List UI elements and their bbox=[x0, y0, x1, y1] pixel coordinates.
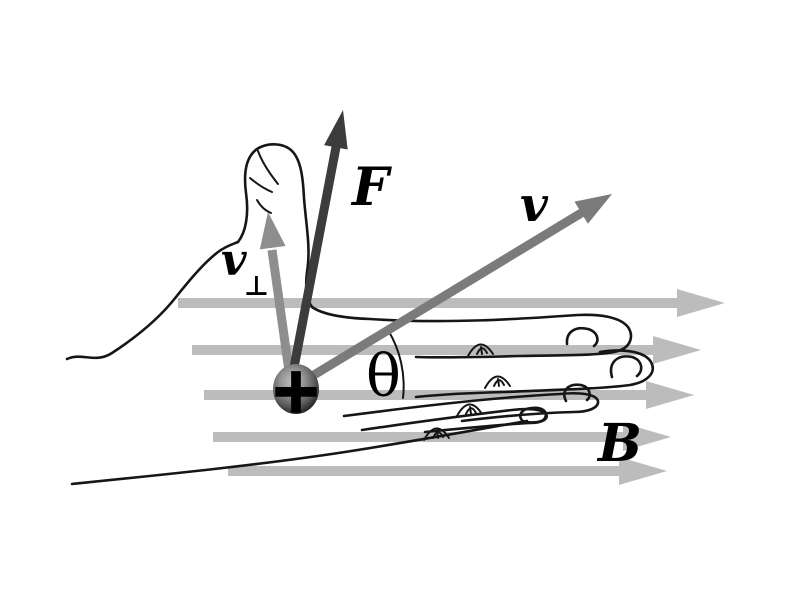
charge-particle: + bbox=[269, 352, 323, 428]
forearm-bottom-line bbox=[70, 419, 529, 486]
velocity-arrow-shaft bbox=[296, 208, 586, 388]
field-arrow-2 bbox=[192, 336, 701, 364]
velocity-perp-arrow bbox=[259, 212, 295, 379]
knuckle-crease-ring bbox=[456, 403, 483, 417]
knuckle-arc bbox=[467, 343, 494, 357]
field-arrow-5 bbox=[228, 457, 667, 485]
field-arrow-head-icon bbox=[653, 336, 701, 364]
pinky-fingernail bbox=[519, 406, 548, 424]
velocity-perp-subscript: ⊥ bbox=[244, 271, 269, 302]
angle-arc bbox=[387, 329, 405, 399]
magnetic-field-arrows bbox=[178, 289, 725, 485]
hand-outline bbox=[65, 143, 654, 486]
velocity-perp-arrow-shaft bbox=[267, 249, 295, 379]
index-fingernail bbox=[565, 326, 599, 348]
middle-fingernail bbox=[609, 355, 643, 379]
knuckle-tick bbox=[469, 406, 472, 415]
field-arrow-4 bbox=[213, 423, 671, 451]
ring-finger-outline bbox=[342, 391, 600, 423]
velocity-perp-arrow-head-icon bbox=[259, 212, 286, 250]
thumbnail-lines bbox=[249, 150, 279, 214]
angle-label: θ bbox=[366, 342, 401, 410]
velocity-perp-label: v bbox=[221, 235, 247, 286]
field-arrow-head-icon bbox=[646, 381, 694, 409]
field-arrow-head-icon bbox=[677, 289, 725, 317]
ring-fingernail bbox=[563, 383, 591, 403]
knuckle-arc bbox=[423, 427, 450, 441]
knuckle-crease-index bbox=[467, 343, 494, 357]
field-arrow-head-icon bbox=[623, 423, 671, 451]
pinky-finger-outline bbox=[360, 407, 548, 434]
field-arrow-head-icon bbox=[619, 457, 667, 485]
velocity-arrow-head-icon bbox=[574, 194, 612, 224]
charge-plus-sign: + bbox=[270, 354, 322, 427]
thumb-and-index-outline bbox=[236, 143, 633, 359]
velocity-arrow bbox=[296, 194, 612, 388]
middle-finger-outline bbox=[414, 349, 654, 399]
knuckle-tick bbox=[480, 346, 483, 355]
force-label: F bbox=[350, 157, 392, 218]
force-arrow bbox=[287, 110, 348, 379]
knuckle-tick bbox=[436, 430, 439, 439]
field-label: B bbox=[596, 413, 642, 474]
knuckle-arc bbox=[456, 403, 483, 417]
thumbnail-crease bbox=[249, 177, 273, 193]
knuckle-tick bbox=[497, 378, 500, 387]
force-arrow-head-icon bbox=[324, 110, 348, 150]
charge-sphere bbox=[273, 364, 319, 414]
knuckle-crease-pinky bbox=[423, 427, 450, 441]
knuckle-arc bbox=[484, 375, 511, 389]
knuckle-crease-middle bbox=[484, 375, 511, 389]
velocity-label: v bbox=[520, 177, 549, 233]
wrist-top-line bbox=[65, 240, 240, 361]
thumbnail-crease bbox=[256, 199, 272, 214]
force-arrow-shaft bbox=[287, 146, 341, 379]
thumbnail-crease bbox=[257, 150, 279, 185]
